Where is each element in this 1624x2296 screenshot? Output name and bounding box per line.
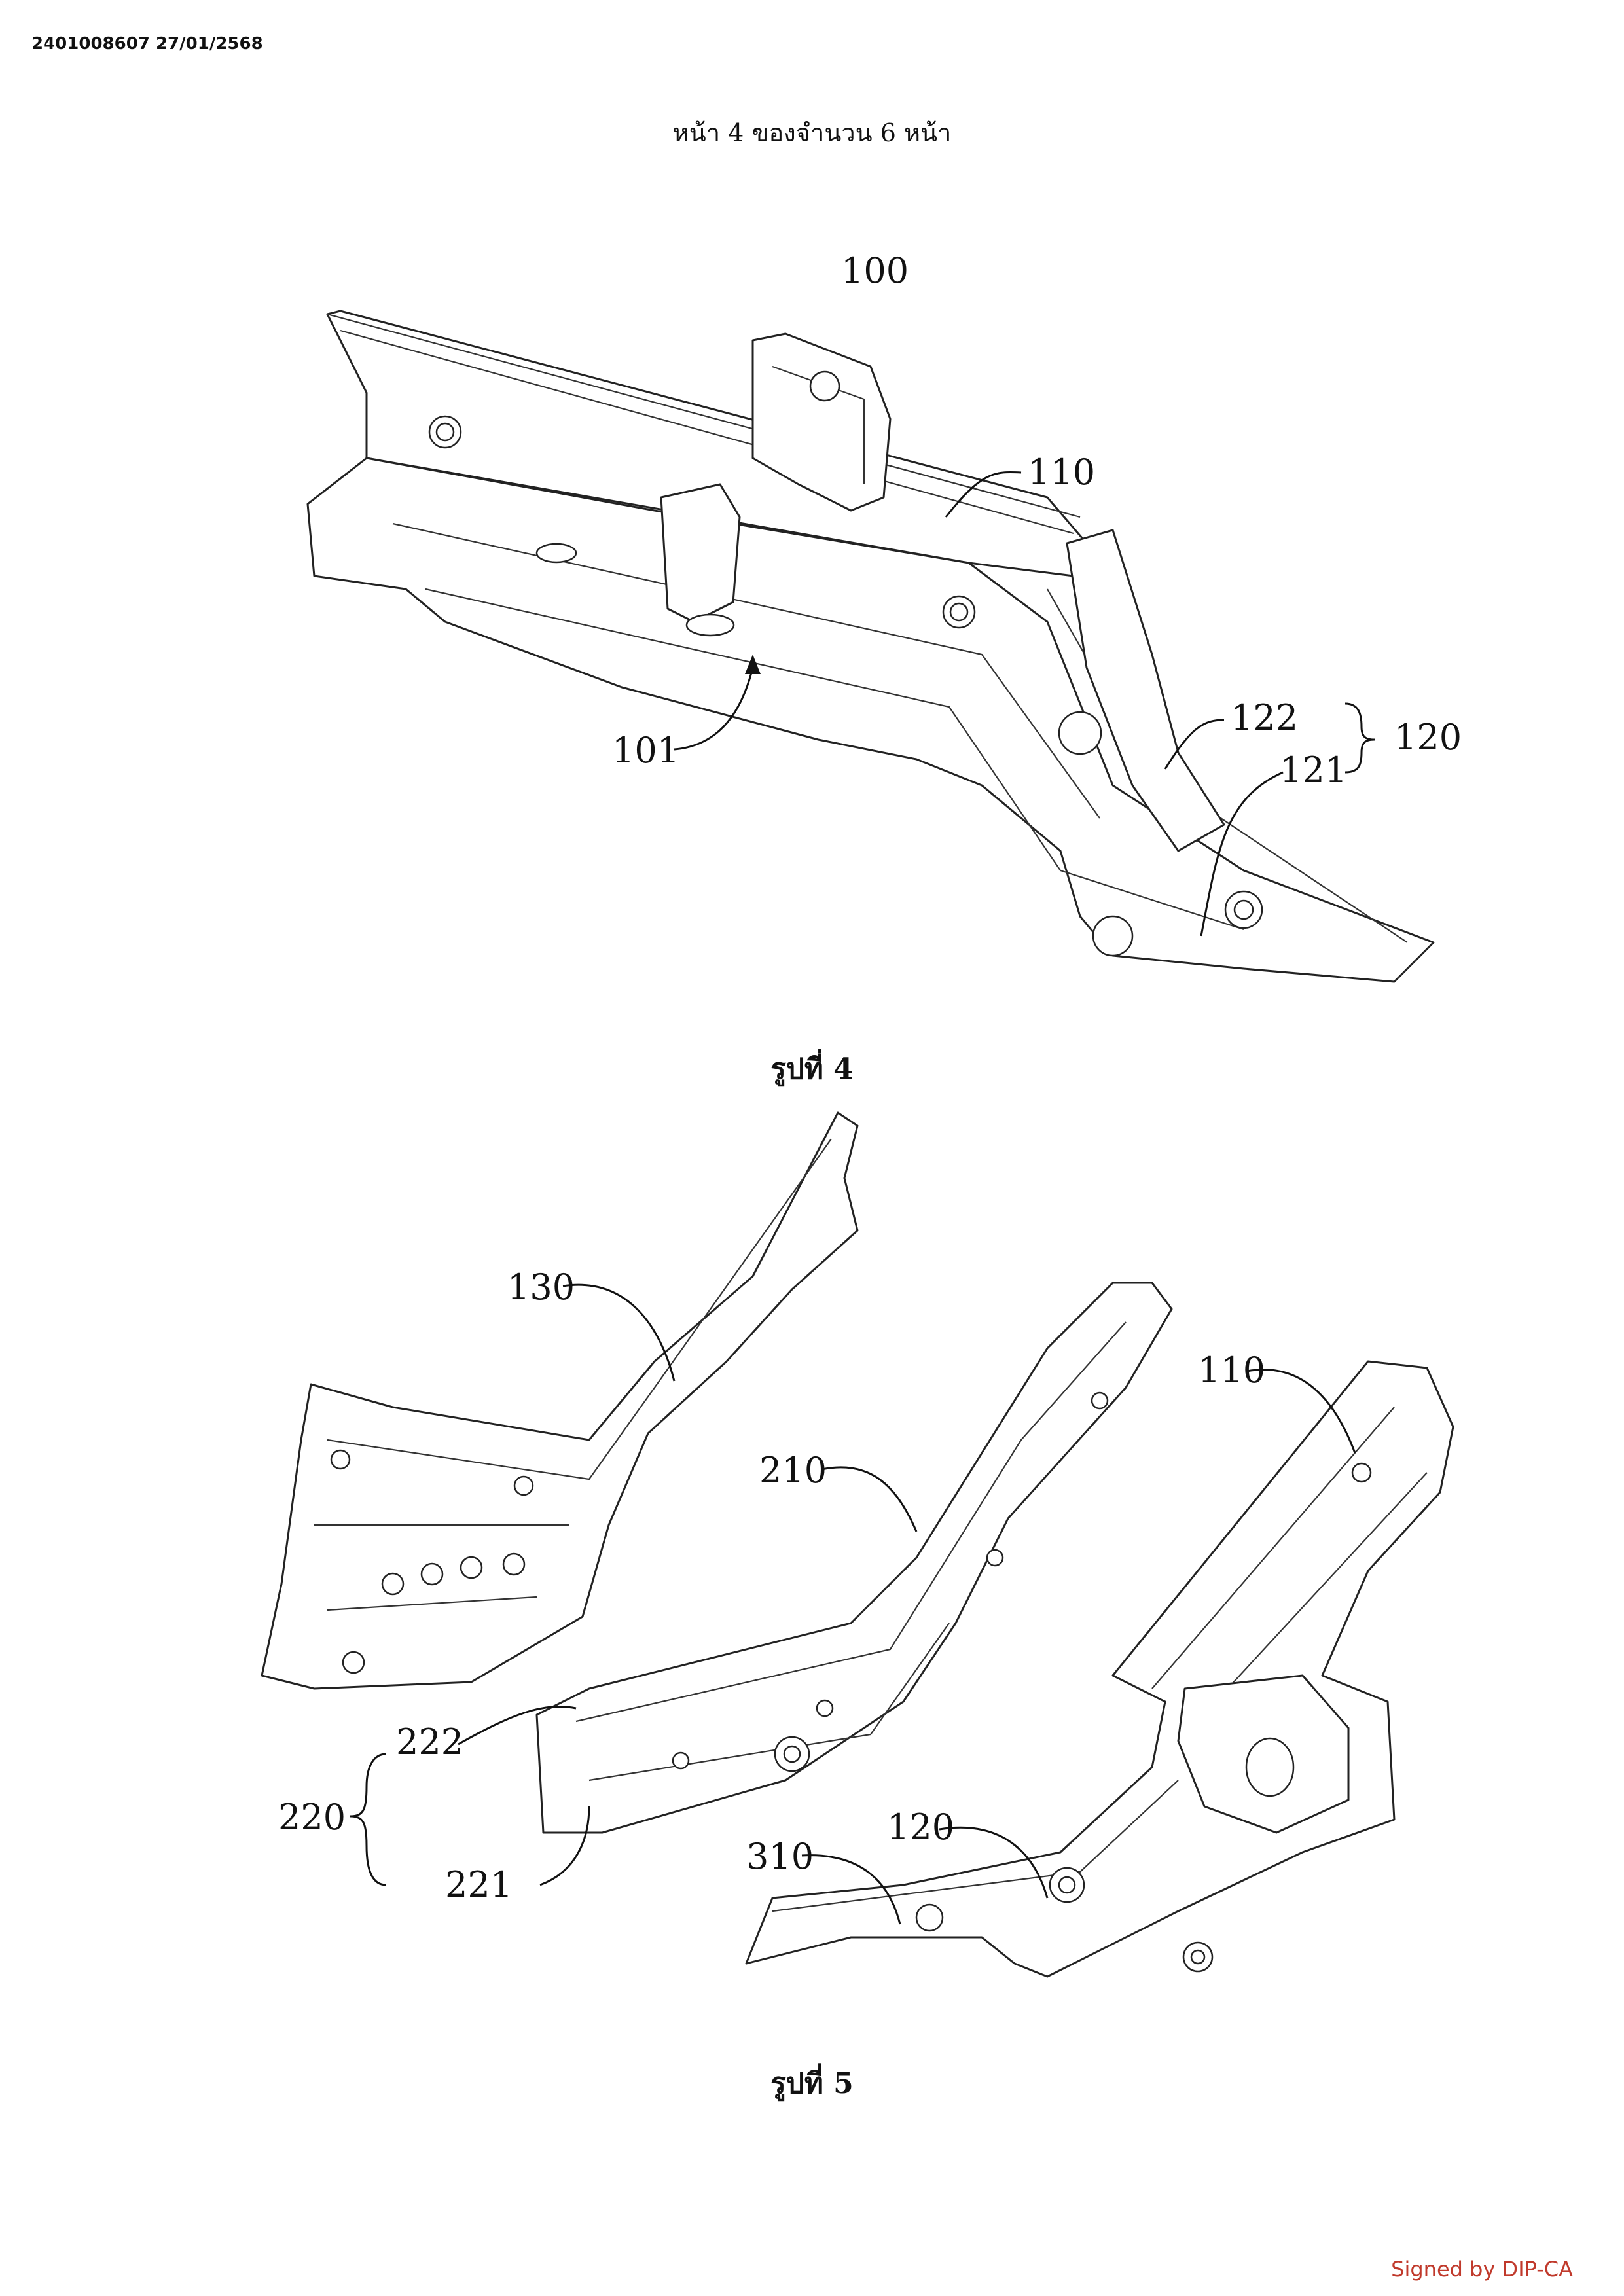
label-221: 221 [445,1864,513,1905]
label-100: 100 [841,250,909,291]
signature-stamp: Signed by DIP-CA [1391,2257,1573,2282]
label-220: 220 [278,1797,346,1838]
figure-4-drawing: 100 110 101 122 121 120 [306,250,1462,983]
figure-4-caption: รูปที่ 4 [770,1052,854,1086]
label-130: 130 [507,1266,575,1308]
figure-5-caption: รูปที่ 5 [770,2067,854,2100]
document-id: 2401008607 27/01/2568 [31,34,263,54]
label-110: 110 [1028,452,1095,493]
mount-bracket-shape [660,483,741,623]
label-121: 121 [1280,749,1347,791]
page-count: หน้า 4 ของจำนวน 6 หน้า [672,118,952,147]
label-120-fig5: 120 [887,1806,954,1848]
label-101: 101 [612,730,679,771]
label-210: 210 [759,1450,827,1491]
label-110-fig5: 110 [1198,1350,1265,1391]
label-122: 122 [1231,697,1298,738]
middle-part-shape [535,1282,1173,1834]
label-222: 222 [396,1721,463,1763]
label-310: 310 [746,1836,814,1877]
arrow-head [745,655,761,674]
rear-bracket-shape [1066,529,1225,852]
figure-5-drawing: 130 210 110 222 221 220 120 310 [261,1111,1454,1978]
tower-shape [751,332,892,512]
left-part-shape [261,1111,859,1690]
label-120: 120 [1394,717,1462,758]
